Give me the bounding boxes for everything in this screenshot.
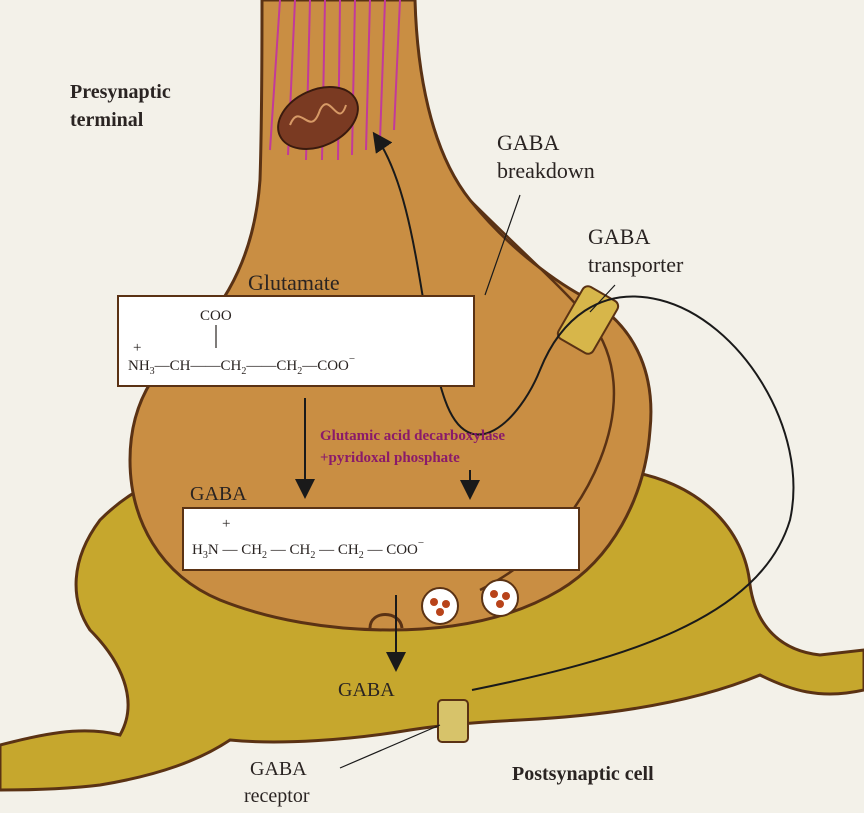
gaba-box-label: GABA — [190, 483, 247, 505]
postsynaptic-label: Postsynaptic cell — [512, 763, 654, 785]
gaba-cleft-label: GABA — [338, 679, 395, 701]
gaba-charge: + — [222, 516, 230, 532]
gaba-box: + H3N — CH2 — CH2 — CH2 — COO− — [183, 508, 579, 570]
glutamate-box: COO NH3—CH——CH2——CH2—COO− + — [118, 296, 474, 386]
vesicle — [482, 580, 518, 616]
enzyme-label-line1: Glutamic acid decarboxylase — [320, 428, 505, 444]
gaba-transporter-label-line1: GABA — [588, 224, 650, 249]
presynaptic-label-line1: Presynaptic — [70, 81, 171, 103]
enzyme-label-line2: +pyridoxal phosphate — [320, 450, 460, 466]
gaba-breakdown-label-line2: breakdown — [497, 158, 595, 183]
gaba-receptor-label-line2: receptor — [244, 785, 310, 807]
glutamate-top-group: COO — [200, 308, 232, 324]
glutamate-label: Glutamate — [248, 270, 340, 295]
glutamate-amine-charge: + — [133, 340, 141, 356]
presynaptic-label-line2: terminal — [70, 109, 144, 131]
vesicle — [422, 588, 458, 624]
gaba-receptor-label-line1: GABA — [250, 758, 307, 780]
gaba-breakdown-label-line1: GABA — [497, 130, 559, 155]
gaba-receptor — [438, 700, 468, 742]
gaba-transporter-label-line2: transporter — [588, 252, 684, 277]
